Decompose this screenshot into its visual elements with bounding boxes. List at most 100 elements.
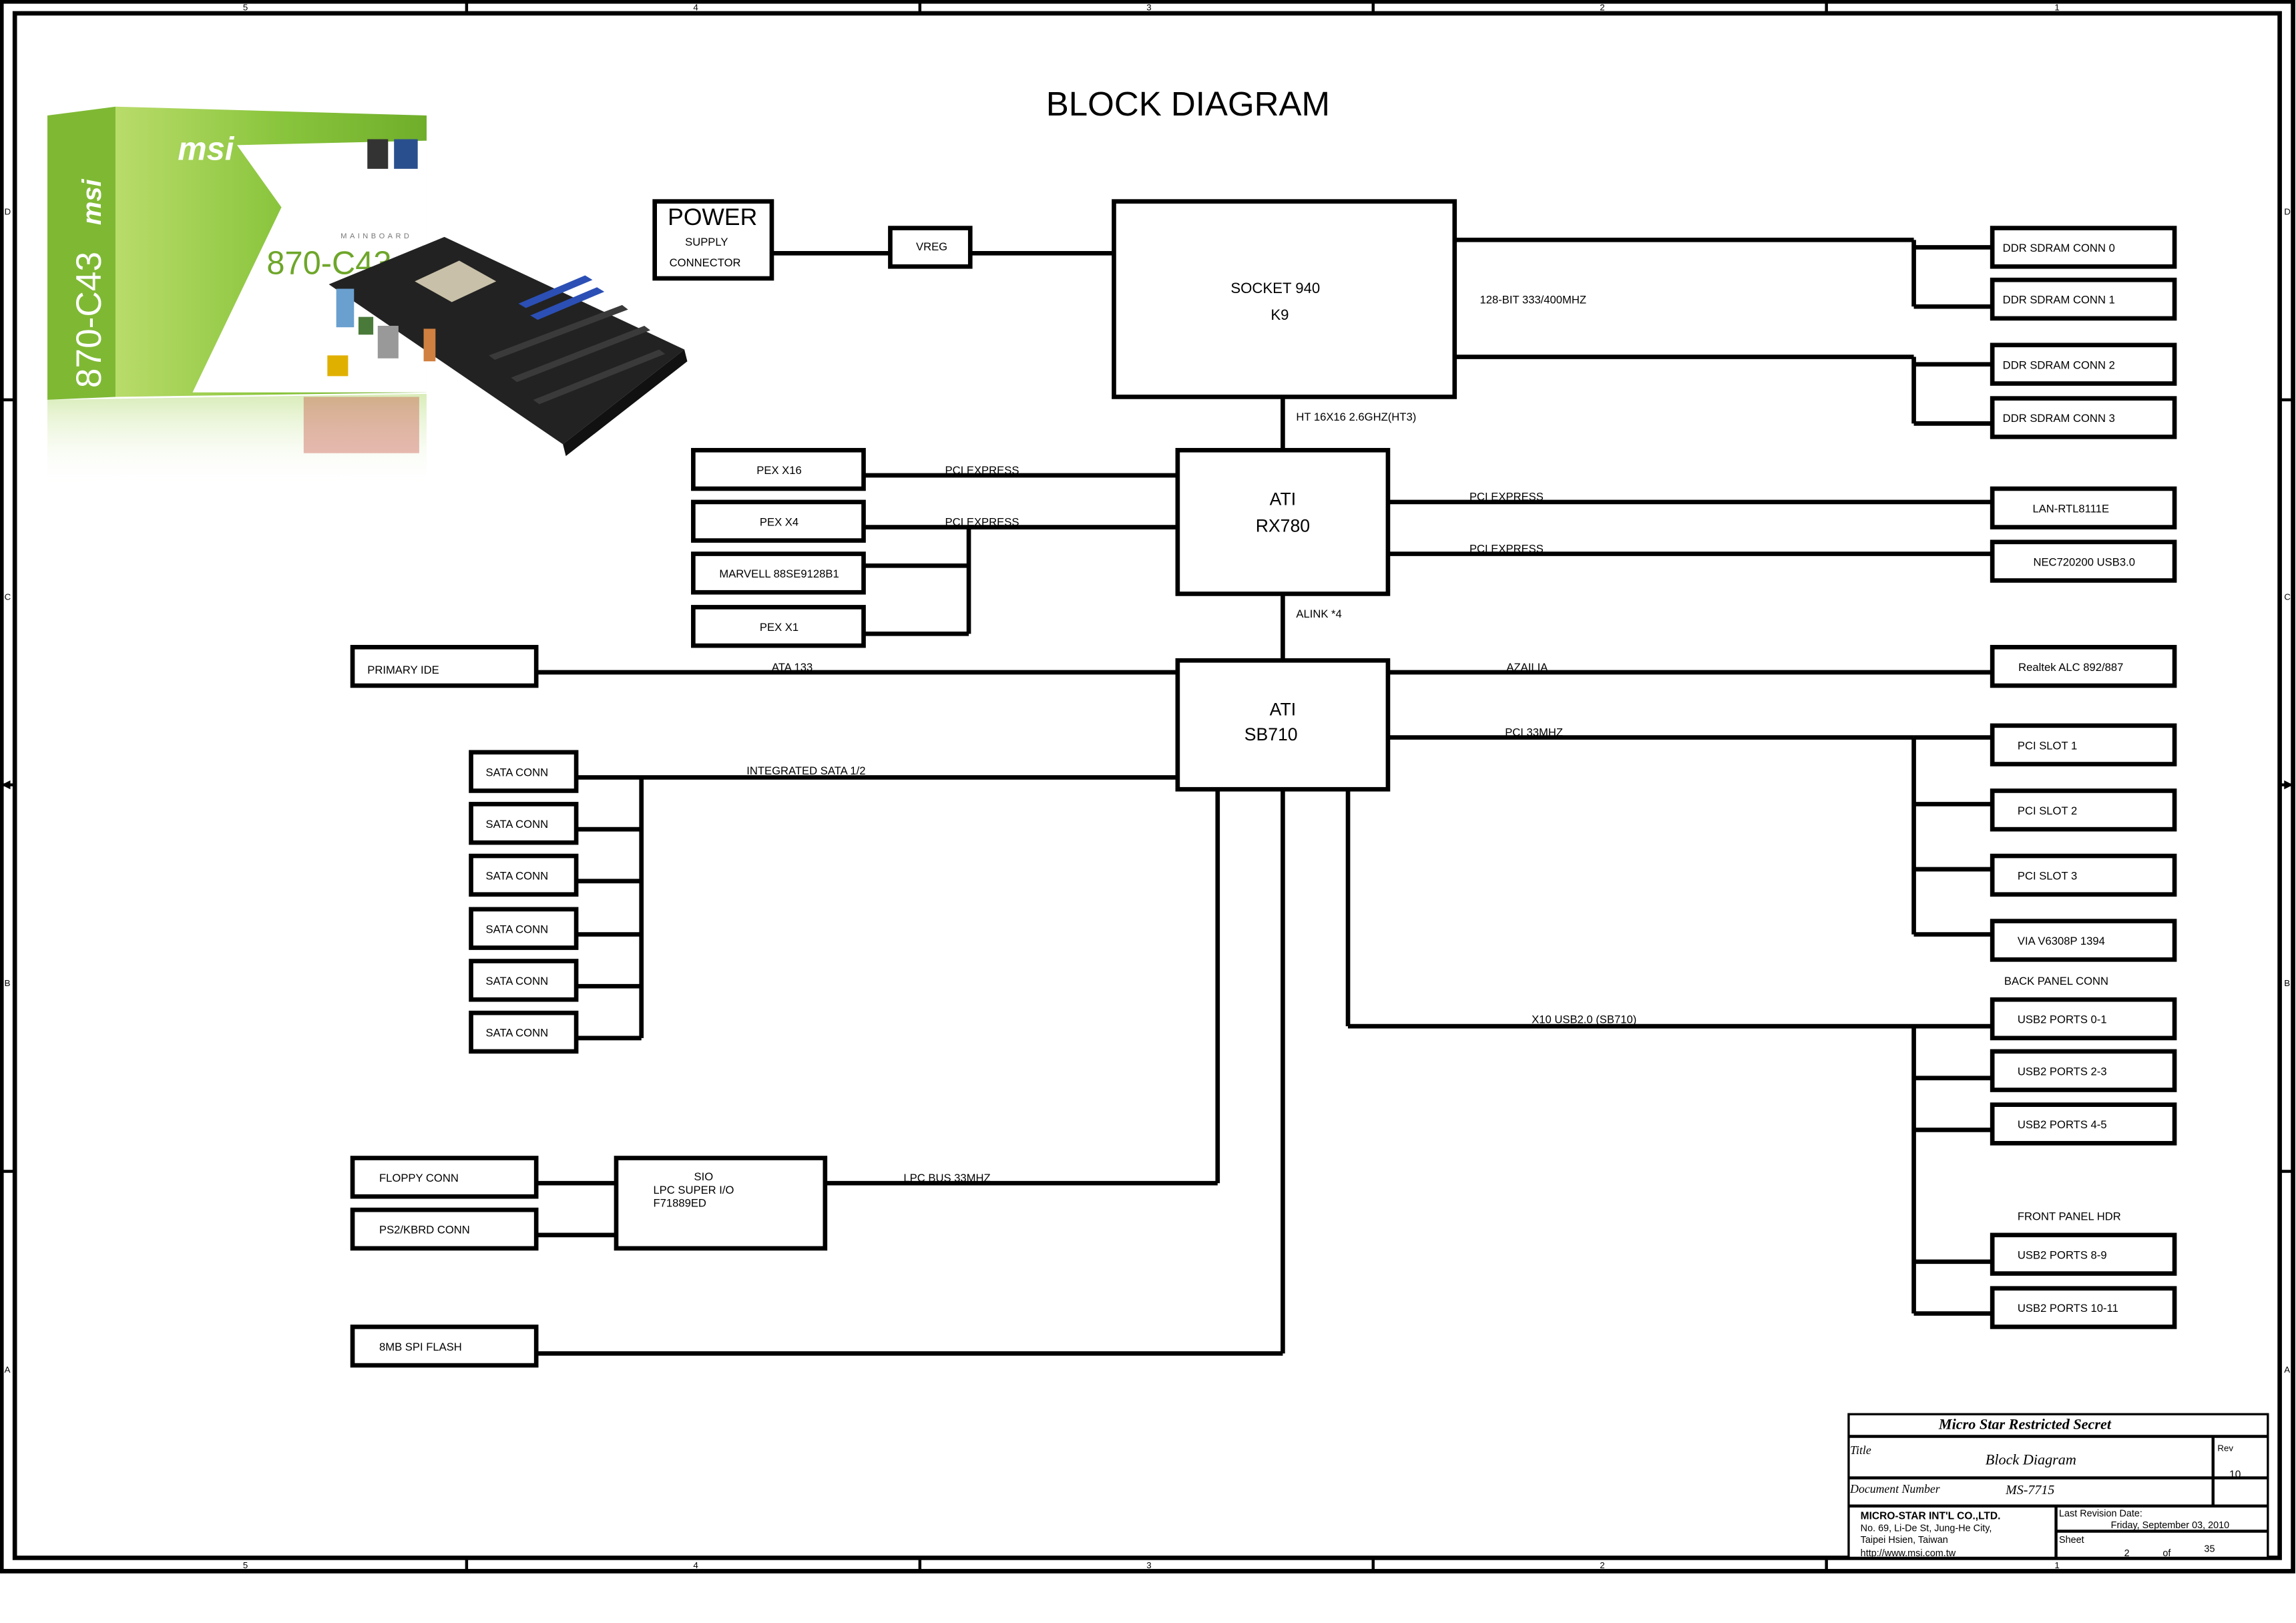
sata-conn: [469, 750, 579, 793]
box-caption: MAINBOARD: [340, 232, 412, 240]
pex-blocks: PEX X16 PEX X4 MARVELL 88SE9128B1 PEX X1: [691, 447, 866, 648]
arrow-left-icon: [2284, 780, 2293, 790]
oc-genie-badge-icon: [303, 397, 419, 453]
bus-label-mem: 128-BIT 333/400MHZ: [1479, 294, 1586, 306]
bus-label-usb: X10 USB2.0 (SB710): [1532, 1013, 1636, 1026]
dimm-slot-icon: [518, 275, 593, 308]
floppy-block: FLOPPY CONN: [350, 1156, 539, 1199]
power-label-3: CONNECTOR: [670, 256, 741, 269]
box-reflection: [47, 394, 427, 489]
ide-label: PRIMARY IDE: [367, 664, 439, 676]
usb-port: [1990, 1286, 2177, 1329]
sata-conn-label: SATA CONN: [486, 923, 549, 935]
usb-port-label: USB2 PORTS 10-11: [2018, 1302, 2118, 1315]
bus-label-ata: ATA 133: [772, 661, 813, 674]
sb-label-1: ATI: [1270, 699, 1296, 719]
ddr-slot-label: DDR SDRAM CONN 2: [2003, 359, 2115, 371]
power-label-2: SUPPLY: [685, 236, 728, 248]
border-row-label: D: [2284, 207, 2291, 217]
ps2-block: PS2/KBRD CONN: [350, 1207, 539, 1251]
sata-blocks: SATA CONN SATA CONN SATA CONN SATA CONN …: [469, 750, 579, 1054]
power-label-1: POWER: [668, 204, 757, 230]
border-row-label: B: [5, 978, 11, 988]
pex-slot: [691, 447, 866, 491]
pci-slot: [1990, 788, 2177, 832]
bus-label-alink: ALINK *4: [1296, 608, 1341, 620]
back-panel-label: BACK PANEL CONN: [2004, 975, 2108, 987]
last-revision-value: Friday, September 03, 2010: [2111, 1520, 2230, 1531]
floppy-label: FLOPPY CONN: [379, 1172, 459, 1184]
company-url: http://www.msi.com.tw: [1861, 1548, 1956, 1559]
usb-port: [1990, 1232, 2177, 1276]
usb-port: [1990, 1102, 2177, 1146]
border-row-label: A: [2284, 1365, 2290, 1375]
sata-conn-label: SATA CONN: [486, 766, 549, 778]
pci-slot: [1990, 853, 2177, 897]
lan-label: LAN-RTL8111E: [2032, 502, 2109, 515]
border-col-label: 5: [243, 3, 248, 13]
sata-conn-label: SATA CONN: [486, 1027, 549, 1039]
wires: [536, 237, 1993, 1356]
box-side: [47, 106, 116, 400]
pci-slot: [1990, 723, 2177, 766]
border-col-label: 2: [1600, 3, 1604, 13]
audio-label: Realtek ALC 892/887: [2018, 661, 2123, 674]
bus-labels: 128-BIT 333/400MHZ HT 16X16 2.6GHZ(HT3) …: [746, 294, 1636, 1184]
restricted-secret-label: Micro Star Restricted Secret: [1938, 1415, 2112, 1432]
border-row-label: B: [2284, 978, 2290, 988]
pci-slot-label: PCI SLOT 1: [2018, 739, 2077, 752]
ddr-slot-label: DDR SDRAM CONN 1: [2003, 294, 2115, 306]
spi-flash-block: 8MB SPI FLASH: [350, 1325, 539, 1368]
pex-slot-label: MARVELL 88SE9128B1: [719, 567, 839, 580]
border-col-label: 3: [1146, 1560, 1151, 1570]
pci-blocks: PCI SLOT 1 PCI SLOT 2 PCI SLOT 3 VIA V63…: [1990, 723, 2177, 962]
pci-slot-icon: [533, 349, 666, 405]
io-port-icon: [423, 328, 436, 362]
sheet-border: 5 4 3 2 1 5 4 3 2 1 D C B A D C B A: [0, 0, 2295, 1574]
company-address-2: Taipei Hsien, Taiwan: [1861, 1535, 1948, 1546]
pex-slot: [691, 605, 866, 648]
pci-slot-label: PCI SLOT 3: [2018, 870, 2077, 883]
usb-port: [1990, 1049, 2177, 1092]
southbridge-block: ATI SB710: [1175, 658, 1391, 792]
cpu-label-2: K9: [1271, 306, 1289, 323]
bus-label-pcie: PCI EXPRESS: [945, 515, 1019, 528]
sheet-value: 2: [2124, 1548, 2130, 1559]
bus-label-pcie: PCI EXPRESS: [1469, 542, 1544, 555]
feature-badge-icon: [327, 355, 349, 377]
title-value: Block Diagram: [1986, 1451, 2076, 1468]
pex-slot-label: PEX X1: [760, 621, 798, 634]
front-panel-label: FRONT PANEL HDR: [2018, 1210, 2121, 1223]
company-name: MICRO-STAR INT'L CO.,LTD.: [1861, 1511, 2001, 1522]
sata-conn: [469, 959, 579, 1002]
ddr-slot: [1990, 277, 2177, 321]
rev-value: 10: [2229, 1469, 2241, 1481]
usb3-block: NEC720200 USB3.0: [1990, 539, 2177, 583]
border-col-label: 4: [693, 1560, 698, 1570]
motherboard-edge: [563, 349, 688, 457]
motherboard-icon: [328, 236, 685, 445]
cpu-socket-block: SOCKET 940 K9: [1112, 199, 1457, 399]
sata-conn: [469, 802, 579, 845]
border-col-label: 1: [2054, 3, 2059, 13]
vreg-label: VREG: [916, 240, 947, 253]
sio-label-2: LPC SUPER I/O: [653, 1184, 734, 1196]
io-port-icon: [336, 288, 355, 328]
brand-logo: msi: [178, 132, 235, 168]
bus-label-ht: HT 16X16 2.6GHZ(HT3): [1296, 411, 1416, 423]
ddr-slot: [1990, 342, 2177, 386]
io-port-icon: [358, 316, 374, 335]
bus-label-sata: INTEGRATED SATA 1/2: [746, 764, 865, 777]
sata-conn-label: SATA CONN: [486, 975, 549, 987]
last-revision-label: Last Revision Date:: [2059, 1508, 2142, 1519]
sata-conn: [469, 907, 579, 950]
sata-conn: [469, 1010, 579, 1054]
side-model-name: 870-C43: [69, 252, 109, 388]
sheet-total: 35: [2204, 1544, 2215, 1555]
io-port-icon: [377, 325, 399, 359]
usb-back-blocks: USB2 PORTS 0-1 USB2 PORTS 2-3 USB2 PORTS…: [1990, 997, 2177, 1146]
pcie-slot-icon: [511, 325, 651, 383]
title-block: Micro Star Restricted Secret Title Block…: [1847, 1413, 2269, 1559]
bus-label-lpc: LPC BUS 33MHZ: [903, 1172, 990, 1184]
pci-slot-label: PCI SLOT 2: [2018, 804, 2077, 817]
